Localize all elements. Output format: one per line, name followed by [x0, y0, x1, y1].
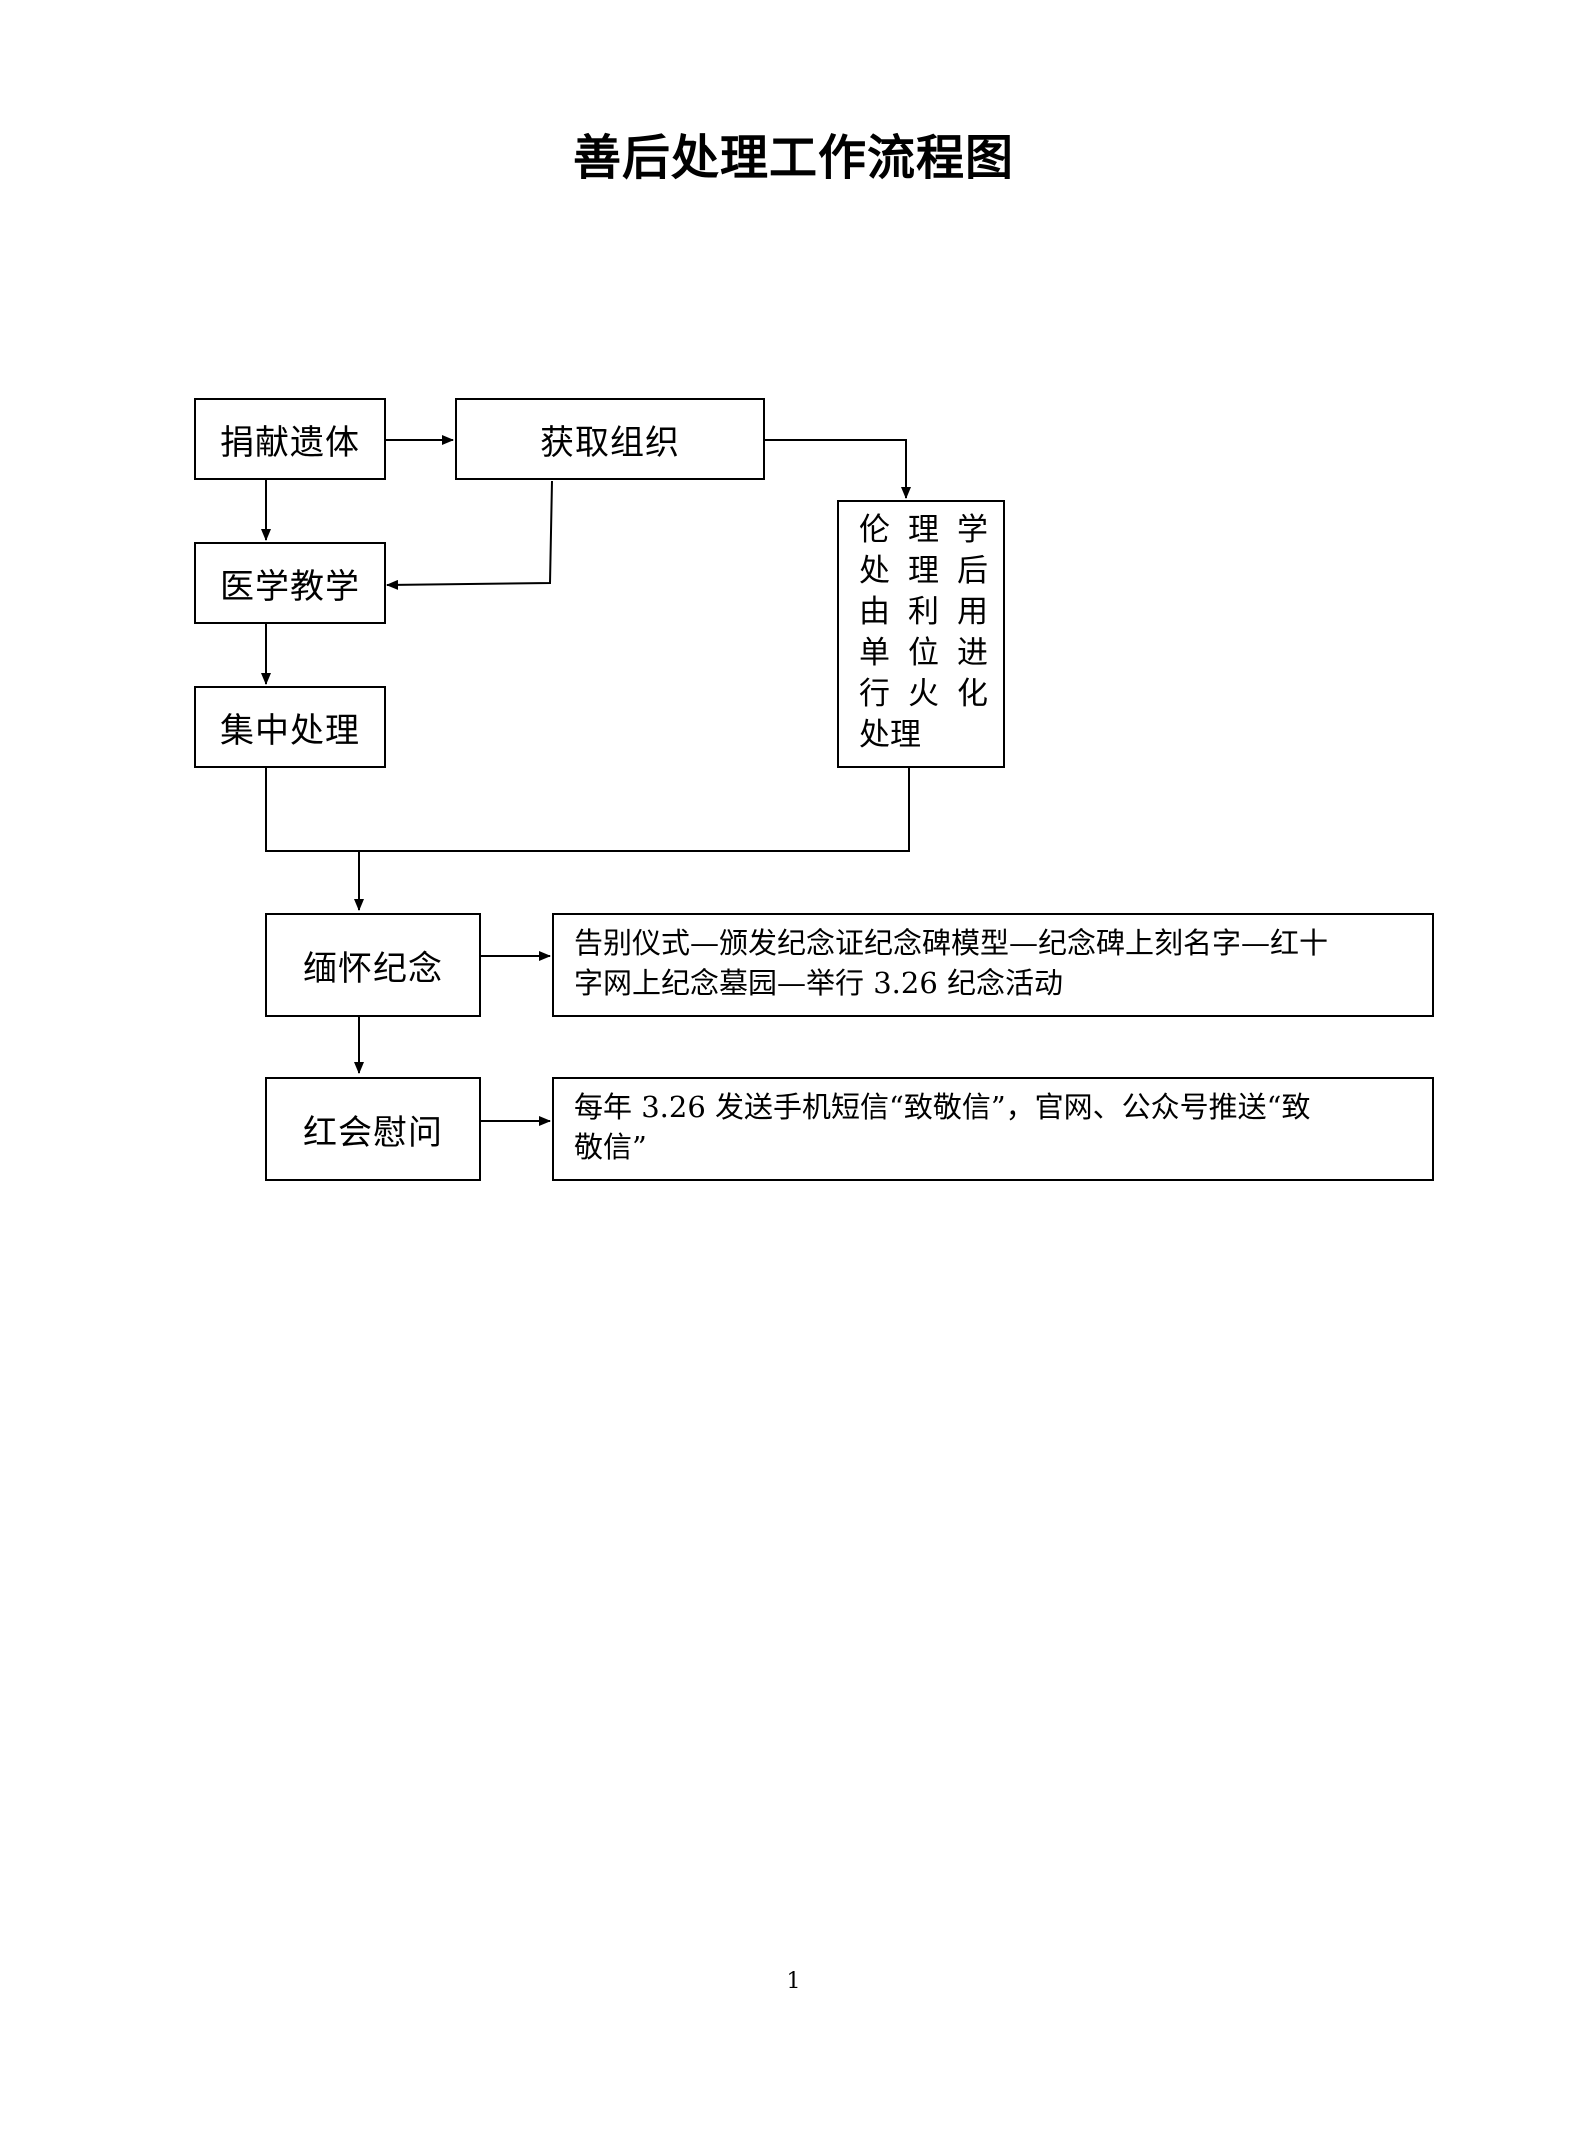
page-title: 善后处理工作流程图 [572, 130, 1014, 186]
memorial-detail-line-2: 字网上纪念墓园—举行 3.26 纪念活动 [574, 966, 1064, 1000]
node-obtain-tissue: 获取组织 [455, 398, 765, 480]
node-redcross-condolence: 红会慰问 [265, 1077, 481, 1181]
node-donate-body: 捐献遗体 [194, 398, 386, 480]
ethics-line-4: 单位进 [859, 635, 988, 671]
ethics-line-6: 处理 [859, 717, 921, 753]
node-obtain-tissue-label: 获取组织 [540, 422, 680, 463]
node-medical-teaching: 医学教学 [194, 542, 386, 624]
page-number: 1 [786, 1969, 801, 1994]
node-medical-teaching-label: 医学教学 [220, 566, 360, 607]
node-memorial: 缅怀纪念 [265, 913, 481, 1017]
node-ethics-cremation: 伦理学 处理后 由利用 单位进 行火化 处理 [837, 500, 1005, 768]
memorial-detail-line-1: 告别仪式—颁发纪念证纪念碑模型—纪念碑上刻名字—红十 [574, 926, 1329, 960]
ethics-line-5: 行火化 [859, 676, 988, 712]
redcross-detail-line-2: 敬信” [574, 1130, 647, 1164]
ethics-line-1: 伦理学 [859, 512, 988, 548]
merge-line [265, 768, 910, 852]
redcross-detail-box: 每年 3.26 发送手机短信“致敬信”，官网、公众号推送“致 敬信” [552, 1077, 1434, 1181]
ethics-line-2: 处理后 [859, 553, 988, 589]
node-memorial-label: 缅怀纪念 [303, 948, 443, 989]
node-redcross-label: 红会慰问 [303, 1112, 443, 1153]
arrow-tissue-to-ethics [763, 439, 911, 499]
memorial-detail-box: 告别仪式—颁发纪念证纪念碑模型—纪念碑上刻名字—红十 字网上纪念墓园—举行 3.… [552, 913, 1434, 1017]
node-donate-label: 捐献遗体 [220, 422, 360, 463]
arrow-tissue-to-teaching [386, 480, 553, 590]
node-centralized: 集中处理 [194, 686, 386, 768]
node-centralized-label: 集中处理 [220, 710, 360, 751]
redcross-detail-line-1: 每年 3.26 发送手机短信“致敬信”，官网、公众号推送“致 [574, 1090, 1311, 1124]
ethics-line-3: 由利用 [859, 594, 988, 630]
